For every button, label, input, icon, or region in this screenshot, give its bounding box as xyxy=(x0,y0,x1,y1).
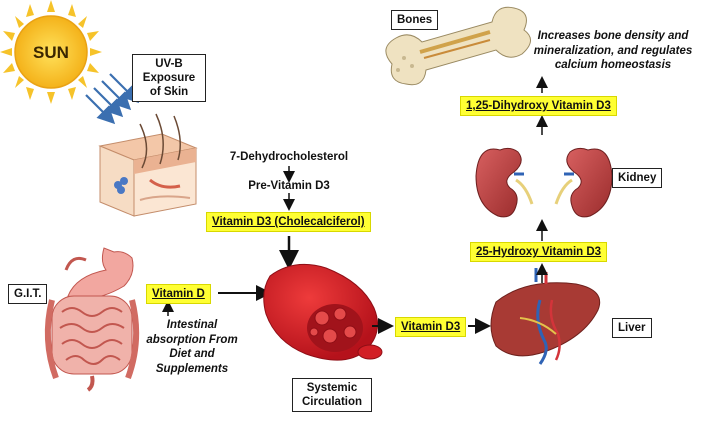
bones-effect-label: Increases bone density and mineralizatio… xyxy=(533,30,693,71)
systemic-circulation-label: Systemic Circulation xyxy=(292,378,372,412)
git-label: G.I.T. xyxy=(8,284,48,304)
vitamin-d3-label: Vitamin D3 xyxy=(395,317,467,337)
liver-label: Liver xyxy=(612,318,652,338)
synthesis-step2: Pre-Vitamin D3 xyxy=(248,180,330,192)
uv-rays xyxy=(85,73,140,125)
sun-icon xyxy=(0,0,102,104)
skin-icon xyxy=(98,113,198,217)
kidneys-icon xyxy=(475,147,613,218)
liver-icon xyxy=(490,268,601,365)
1-25-dihydroxy-vitamin-d3-label: 1,25-Dihydroxy Vitamin D3 xyxy=(460,96,617,116)
vitamin-d-label: Vitamin D xyxy=(146,284,211,304)
25-hydroxy-vitamin-d3-text: 25-Hydroxy Vitamin D3 xyxy=(476,246,602,258)
absorption-label: Intestinal absorption From Diet and Supp… xyxy=(146,319,238,375)
vitamin-d3-cholecalciferol-label: Vitamin D3 (Cholecalciferol) xyxy=(206,212,371,232)
1-25-dihydroxy-vitamin-d3-text: 1,25-Dihydroxy Vitamin D3 xyxy=(466,100,611,112)
kidney-label: Kidney xyxy=(612,168,663,188)
gut-icon xyxy=(44,247,140,392)
bones-label: Bones xyxy=(391,10,439,30)
vitamin-d-text: Vitamin D xyxy=(152,288,205,300)
blood-vessel-icon xyxy=(263,263,383,361)
vitamin-d3-text: Vitamin D3 xyxy=(401,321,461,333)
uvb-label: UV-B Exposure of Skin xyxy=(132,54,206,102)
vitamin-d3-cholecalciferol-text: Vitamin D3 (Cholecalciferol) xyxy=(212,216,365,228)
synthesis-step1: 7-Dehydrocholesterol xyxy=(229,151,349,163)
bone-icon xyxy=(385,6,531,86)
25-hydroxy-vitamin-d3-label: 25-Hydroxy Vitamin D3 xyxy=(470,242,608,262)
sun-label: SUN xyxy=(33,43,69,62)
